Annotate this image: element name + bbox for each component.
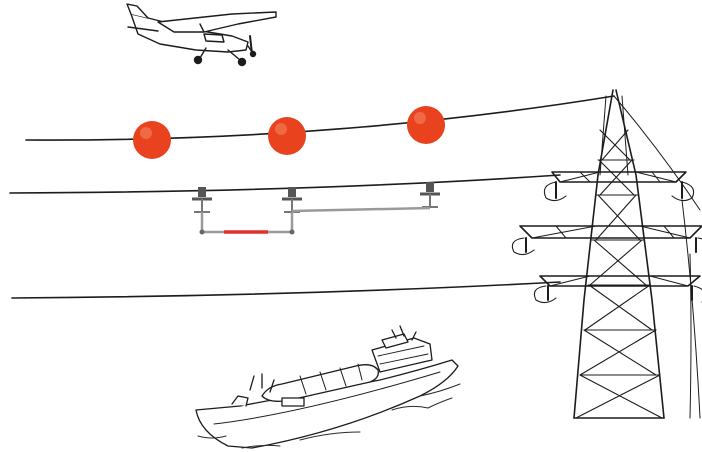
insulator [420,182,440,208]
airplane-icon [126,3,277,67]
top-conductor [25,95,615,141]
spacer-assembly [192,182,440,235]
marker-ball [268,117,306,155]
middle-conductor [9,174,561,194]
cargo-ship [195,325,461,449]
marker-ball [133,121,171,159]
transmission-tower [511,89,702,419]
lower-conductor [11,281,561,299]
marker-ball [407,106,445,144]
insulator [282,187,302,213]
